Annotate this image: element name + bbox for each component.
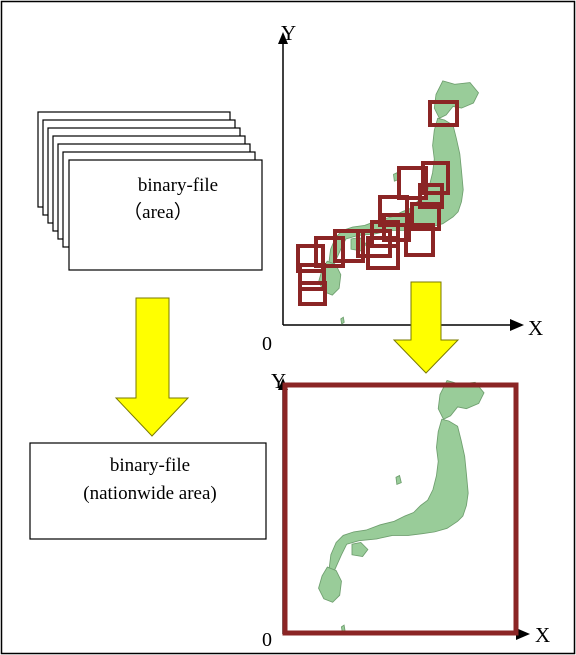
merge-down-arrow <box>114 297 190 437</box>
region-box <box>298 263 326 291</box>
region-box <box>333 229 365 263</box>
file-sheet-front <box>68 159 263 271</box>
region-box <box>298 281 327 306</box>
regional-areas-plot: Y X 0 <box>262 21 543 355</box>
origin-label: 0 <box>262 629 272 651</box>
y-axis-label: Y <box>281 21 296 45</box>
combine-down-arrow <box>392 281 460 374</box>
merged-file-box: binary-file (nationwide area) <box>29 442 267 540</box>
y-axis-label: Y <box>271 369 286 393</box>
merged-file-rect <box>29 442 267 540</box>
source-file-stack: binary-file （area） <box>37 111 263 271</box>
y-axis-arrowhead <box>278 32 288 44</box>
region-box <box>366 236 400 270</box>
region-box <box>421 161 450 195</box>
region-boxes <box>296 100 459 306</box>
x-axis-arrowhead <box>510 319 524 331</box>
x-axis-label: X <box>535 623 550 647</box>
nationwide-area-plot: Y X 0 <box>262 369 550 651</box>
region-box <box>370 220 400 248</box>
x-axis-arrowhead <box>516 628 530 640</box>
nationwide-region-box <box>282 382 519 636</box>
source-file-label-line2: （area） <box>123 201 193 223</box>
region-box <box>378 195 409 227</box>
region-box <box>410 202 441 231</box>
x-axis-label: X <box>528 316 543 340</box>
origin-label: 0 <box>262 333 272 355</box>
merged-file-label-line1: binary-file <box>110 455 190 476</box>
region-box <box>418 183 444 209</box>
region-box <box>404 223 435 257</box>
region-box <box>428 100 459 127</box>
merged-file-label-line2: (nationwide area) <box>83 483 216 504</box>
region-box <box>356 229 392 258</box>
source-file-label-line1: binary-file <box>138 175 218 196</box>
region-box <box>296 244 325 273</box>
region-box <box>314 236 345 268</box>
